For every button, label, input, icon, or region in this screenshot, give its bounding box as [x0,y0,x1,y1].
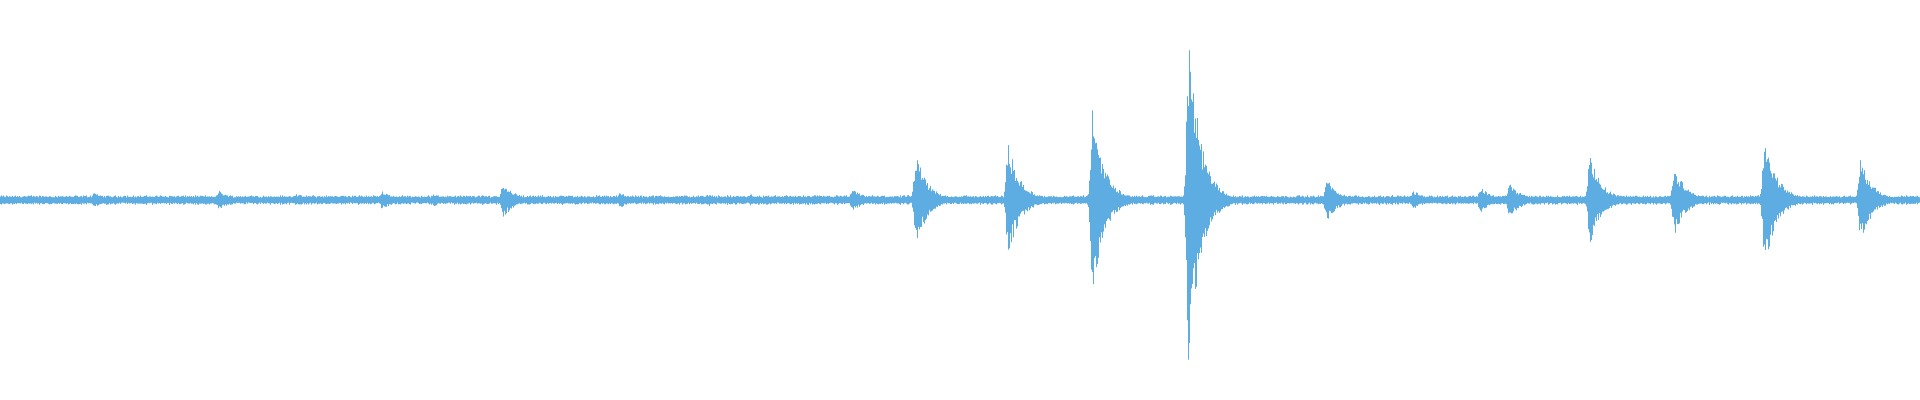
waveform-trace [0,50,1920,360]
